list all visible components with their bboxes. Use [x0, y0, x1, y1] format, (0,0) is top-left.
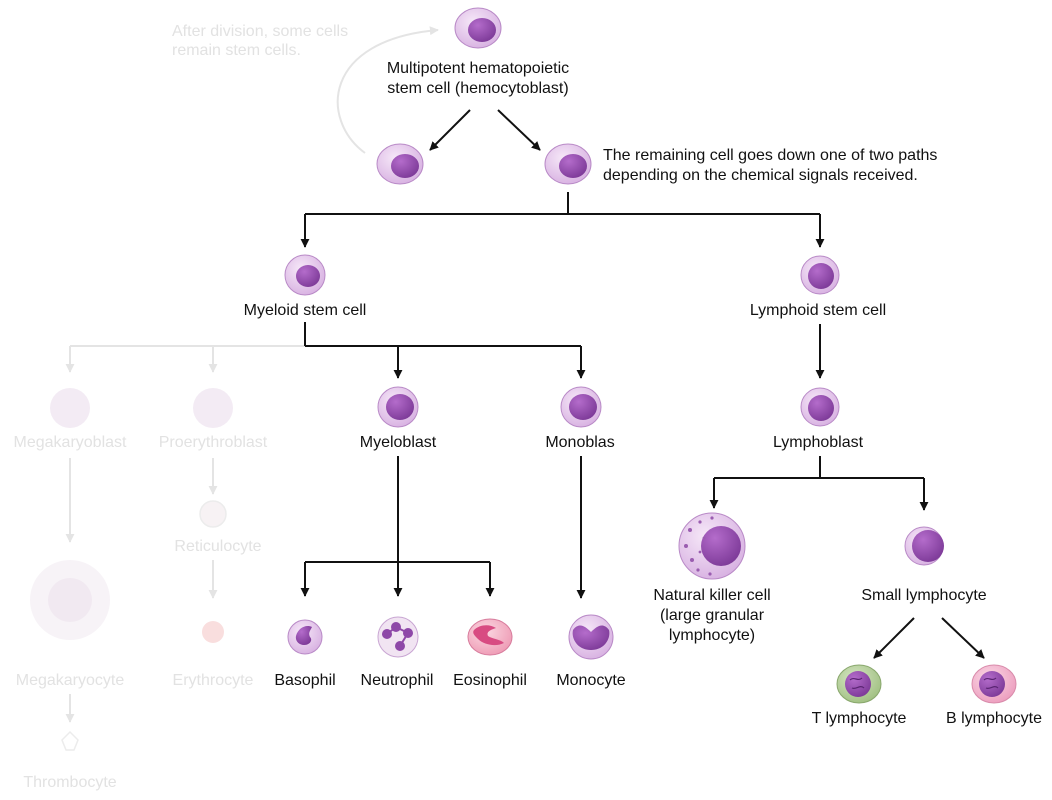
arrow-to-t-lymphocyte — [873, 617, 915, 659]
hemocytoblast-cell — [454, 7, 502, 49]
natural-killer-label-line-3: lymphocyte) — [669, 627, 755, 644]
paths-note-line-1: The remaining cell goes down one of two … — [603, 147, 937, 164]
thrombocyte-cell — [61, 730, 79, 751]
hemocytoblast-label-line-1: Multipotent hematopoietic — [387, 60, 569, 77]
monoblast-cell — [560, 386, 602, 428]
daughter-cell-right — [544, 143, 592, 185]
natural-killer-cell — [678, 512, 746, 580]
neutrophil-label: Neutrophil — [361, 672, 434, 689]
natural-killer-label-line-2: (large granular — [660, 607, 765, 624]
myeloblast-label: Myeloblast — [360, 434, 437, 451]
t-lymphocyte-label: T lymphocyte — [812, 710, 907, 727]
arrow-to-b-lymphocyte — [941, 617, 985, 659]
faded-cells — [30, 388, 233, 751]
proerythroblast-cell — [193, 388, 233, 428]
arrow-to-right-daughter — [497, 109, 541, 151]
paths-note-line-2: depending on the chemical signals receiv… — [603, 167, 918, 184]
lymphoblast-label: Lymphoblast — [773, 434, 864, 451]
small-lymphocyte-cell — [904, 526, 944, 566]
reticulocyte-cell — [199, 500, 227, 528]
eosinophil-cell — [467, 618, 513, 656]
arrow-to-left-daughter — [429, 109, 471, 151]
self-renewal-arrow — [336, 26, 439, 154]
neutrophil-cell — [377, 616, 419, 658]
small-lymphocyte-label: Small lymphocyte — [861, 587, 986, 604]
b-lymphocyte-cell — [971, 664, 1017, 704]
megakaryocyte-cell — [30, 560, 110, 640]
eosinophil-label: Eosinophil — [453, 672, 527, 689]
lymphoid-stem-cell-label: Lymphoid stem cell — [750, 302, 886, 319]
proerythroblast-label: Proerythroblast — [159, 434, 268, 451]
megakaryocyte-label: Megakaryocyte — [16, 672, 125, 689]
thrombocyte-label: Thrombocyte — [23, 774, 116, 791]
t-lymphocyte-cell — [836, 664, 882, 704]
basophil-label: Basophil — [274, 672, 335, 689]
self-renewal-note-line-1: After division, some cells — [172, 23, 348, 40]
faded-pathways — [65, 26, 439, 723]
myeloid-stem-cell — [284, 254, 326, 296]
megakaryoblast-cell — [50, 388, 90, 428]
erythrocyte-cell — [202, 621, 224, 643]
basophil-cell — [287, 619, 323, 655]
hemocytoblast-label-line-2: stem cell (hemocytoblast) — [387, 80, 568, 97]
monocyte-cell — [568, 614, 614, 660]
megakaryoblast-label: Megakaryoblast — [14, 434, 128, 451]
reticulocyte-label: Reticulocyte — [174, 538, 261, 555]
myeloblast-cell — [377, 386, 419, 428]
monoblast-label: Monoblas — [545, 434, 614, 451]
myeloid-stem-cell-label: Myeloid stem cell — [244, 302, 367, 319]
b-lymphocyte-label: B lymphocyte — [946, 710, 1042, 727]
lymphoid-stem-cell — [800, 255, 840, 295]
connectors — [300, 109, 985, 659]
natural-killer-label-line-1: Natural killer cell — [653, 587, 770, 604]
erythrocyte-label: Erythrocyte — [173, 672, 254, 689]
daughter-cell-left — [376, 143, 424, 185]
self-renewal-note-line-2: remain stem cells. — [172, 42, 301, 59]
monocyte-label: Monocyte — [556, 672, 625, 689]
lymphoblast-cell — [800, 387, 840, 427]
